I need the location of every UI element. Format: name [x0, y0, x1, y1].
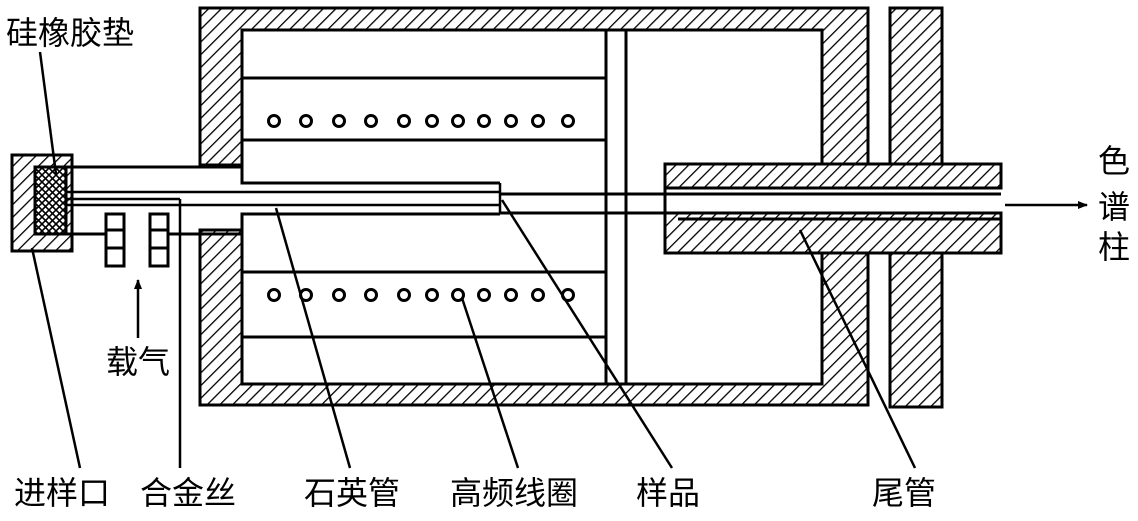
coil-turn: [364, 114, 378, 128]
label-sample: 样品: [636, 474, 700, 512]
coil-turn: [451, 114, 465, 128]
label-gasket: 硅橡胶垫: [6, 14, 134, 52]
coil-turn: [397, 288, 411, 302]
coil-turn: [332, 114, 346, 128]
tail-tube: [500, 162, 1003, 255]
coil-turn: [364, 288, 378, 302]
coil-turn: [477, 288, 491, 302]
label-quartz-tube: 石英管: [304, 474, 400, 512]
coil-turn: [451, 288, 465, 302]
leader-hf-coil: [460, 297, 520, 469]
coil-turn: [531, 288, 545, 302]
coil-turn: [332, 288, 346, 302]
silicone-gasket: [33, 165, 68, 236]
carrier-gas-port: [104, 212, 170, 268]
mounting-plate-top: [888, 6, 944, 167]
coil-chamber-bottom: [242, 270, 606, 339]
leader-quartz-tube: [274, 207, 352, 469]
coil-turn: [531, 114, 545, 128]
label-column-3: 柱: [1098, 228, 1130, 266]
label-tail-tube: 尾管: [872, 474, 936, 512]
coil-turn: [397, 114, 411, 128]
coil-turn: [425, 288, 439, 302]
label-column-1: 色: [1098, 142, 1130, 180]
coil-turn: [299, 114, 313, 128]
furnace-partition: [604, 30, 628, 384]
coil-turn: [504, 288, 518, 302]
furnace-housing: [198, 6, 870, 407]
coil-turn: [267, 114, 281, 128]
leader-sample: [500, 199, 674, 469]
leader-gasket: [38, 51, 58, 175]
coil-turn: [504, 114, 518, 128]
label-hf-coil: 高频线圈: [450, 474, 578, 512]
coil-turn: [477, 114, 491, 128]
alloy-wire: [66, 183, 502, 214]
quartz-tube: [64, 165, 500, 236]
coil-turn: [267, 288, 281, 302]
label-column-2: 谱: [1098, 188, 1130, 226]
label-carrier-gas: 载气: [106, 343, 170, 381]
hf-coil-bottom-row: [267, 288, 575, 302]
label-alloy-wire: 合金丝: [140, 474, 236, 512]
leader-tail-tube: [798, 229, 917, 469]
leader-inlet: [30, 247, 82, 469]
coil-chamber-top: [242, 76, 606, 142]
label-inlet: 进样口: [14, 474, 110, 512]
coil-turn: [561, 114, 575, 128]
mounting-plate-bottom: [888, 250, 944, 409]
hf-coil-top-row: [267, 114, 575, 128]
coil-turn: [425, 114, 439, 128]
